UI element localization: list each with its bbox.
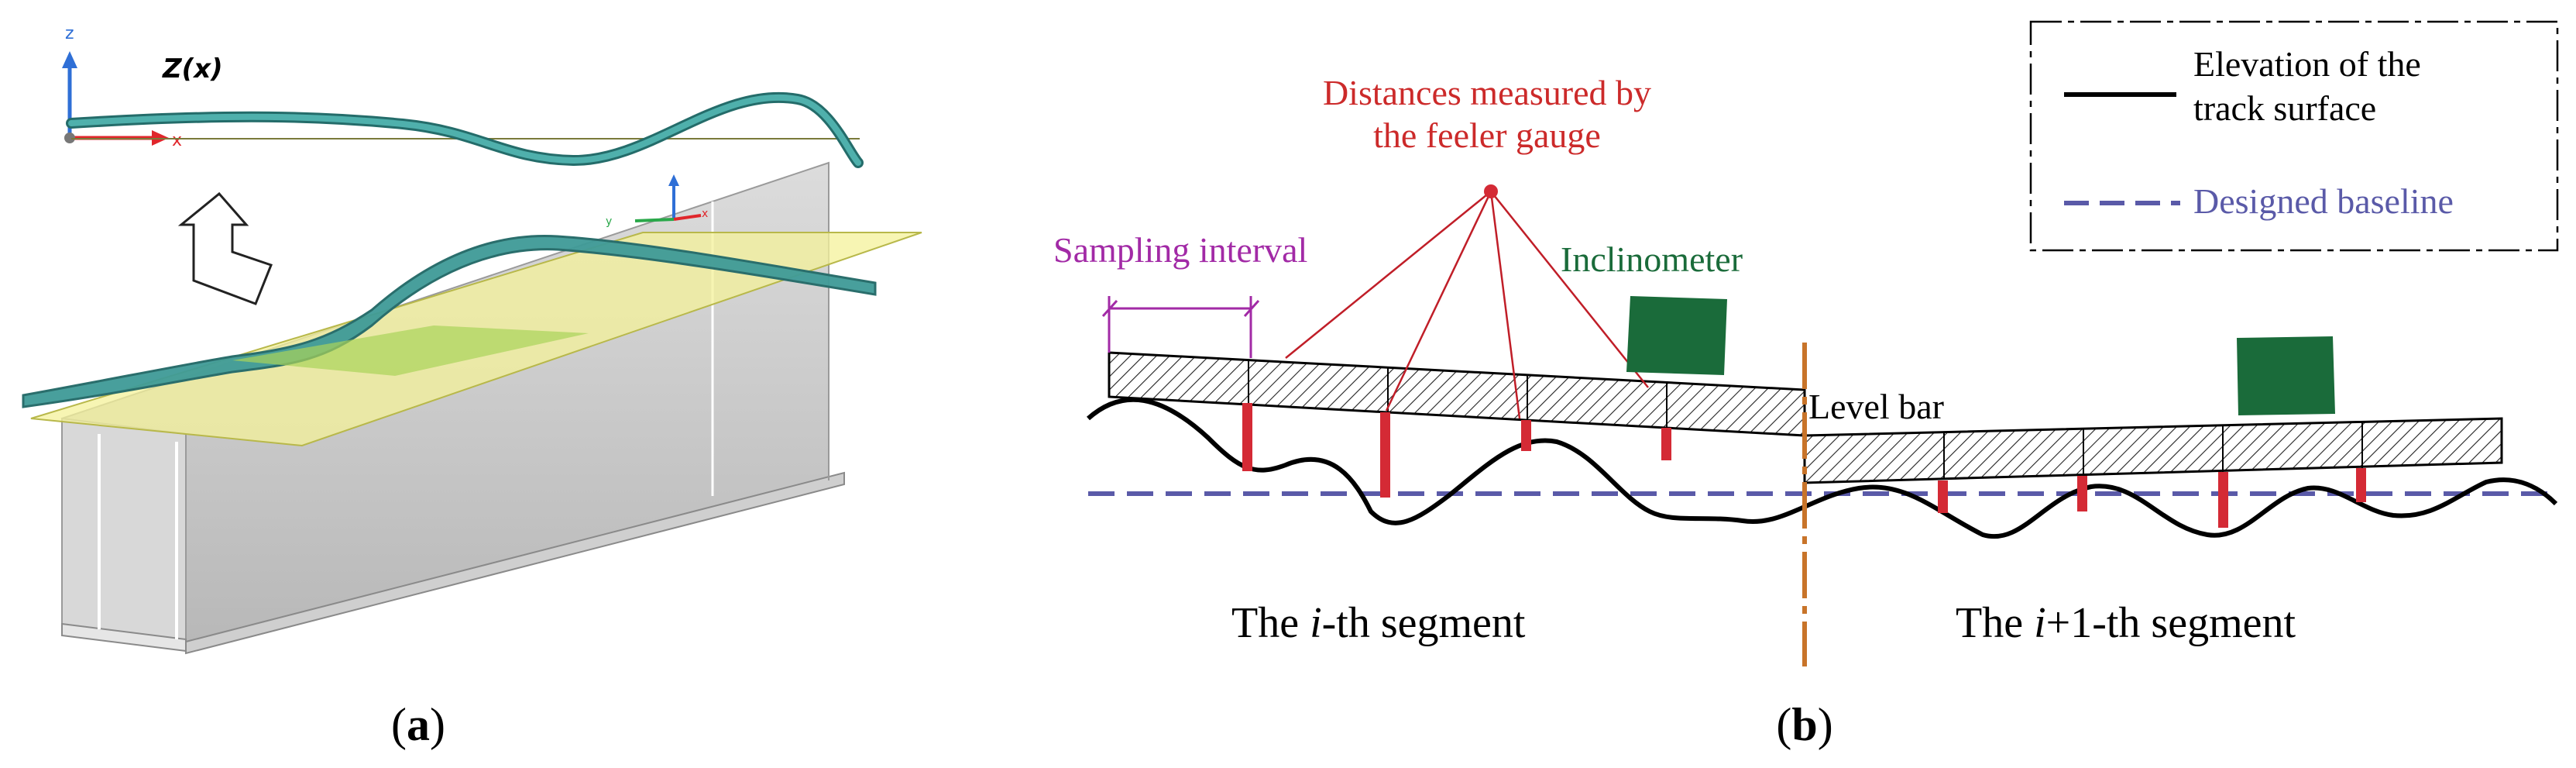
feeler-label-line2: the feeler gauge [1373, 115, 1601, 155]
legend-baseline-label: Designed baseline [2193, 181, 2454, 221]
gap-bar [2356, 468, 2366, 502]
extraction-arrow-icon [177, 191, 273, 305]
profile-axes: z x [62, 24, 182, 150]
panel-b: Distances measured by the feeler gauge S… [1053, 20, 2560, 750]
level-bar-i1 [1803, 417, 2503, 484]
panel-b-label: (b) [1776, 699, 1832, 750]
inclinometer-label: Inclinometer [1561, 239, 1743, 279]
gap-bar [1380, 412, 1390, 498]
panel-a: z x Z(x) [22, 24, 922, 750]
local-axes: x y [606, 174, 708, 228]
feeler-pointer-origin [1484, 184, 1498, 198]
legend-elevation-line1: Elevation of the [2193, 44, 2421, 84]
gap-bar [1521, 420, 1531, 451]
feeler-gauge-bars [1242, 403, 2366, 528]
svg-text:x: x [702, 208, 708, 220]
profile-curve-outline [66, 91, 864, 168]
gap-bar [1661, 428, 1671, 460]
inclinometer-block-i1 [2237, 336, 2335, 415]
gap-bar [1242, 403, 1252, 471]
feeler-pointer-lines [1285, 191, 1649, 419]
legend: Elevation of the track surface Designed … [2029, 20, 2559, 252]
segment-i1-label: The i+1-th segment [1956, 599, 2296, 647]
axis-y-label: y [606, 215, 612, 228]
profile-label: Z(x) [162, 53, 223, 84]
gap-bar [1938, 480, 1948, 513]
gap-bar [2077, 476, 2087, 511]
sampling-interval-label: Sampling interval [1053, 230, 1307, 270]
segment-i-label: The i-th segment [1231, 599, 1526, 647]
level-bar-label: Level bar [1808, 387, 1944, 426]
legend-elevation-line2: track surface [2193, 88, 2376, 128]
profile-curve [68, 94, 861, 166]
overlap-zone [232, 325, 589, 376]
panel-a-label: (a) [391, 699, 445, 750]
track-elevation-curve [1087, 397, 2558, 539]
gap-bar [2218, 472, 2228, 528]
axis-x-label: x [172, 131, 182, 150]
feeler-label-line1: Distances measured by [1323, 73, 1651, 112]
inclinometer-block-i [1626, 296, 1727, 375]
axis-z-label: z [65, 24, 74, 43]
sampling-interval-marker [1101, 296, 1260, 358]
